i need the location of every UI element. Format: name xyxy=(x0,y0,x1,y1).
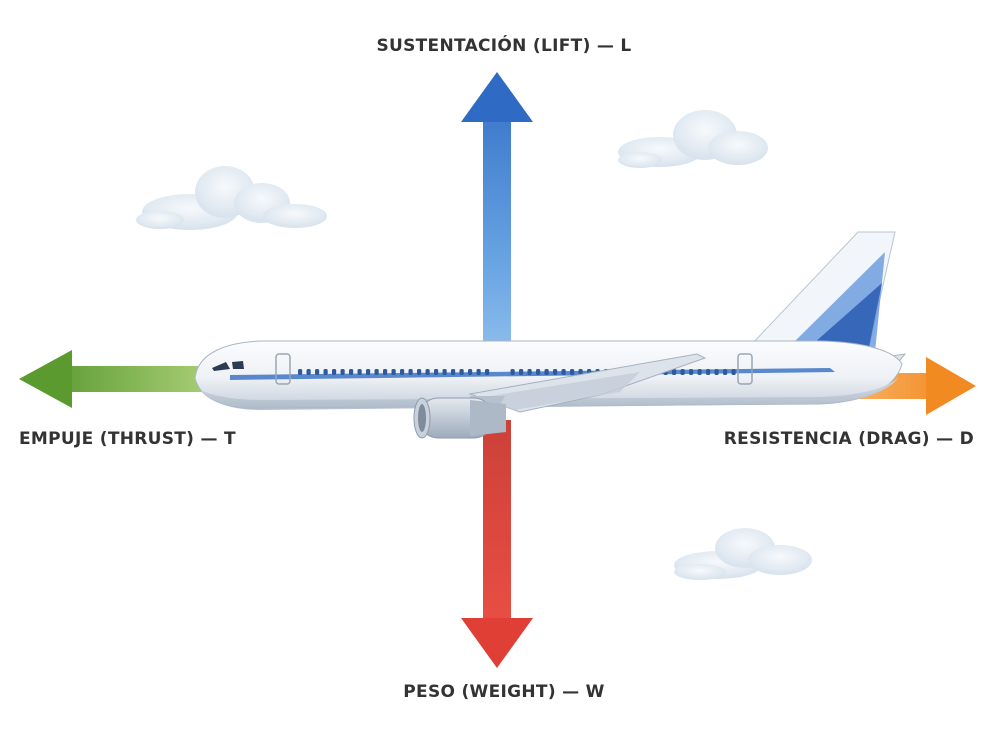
passenger-window xyxy=(451,369,456,375)
passenger-window xyxy=(357,369,362,375)
drag-label: RESISTENCIA (DRAG) — D xyxy=(723,429,974,449)
passenger-window xyxy=(391,369,396,375)
passenger-window xyxy=(570,369,575,375)
passenger-window xyxy=(578,369,583,375)
passenger-window xyxy=(731,369,736,375)
passenger-window xyxy=(374,369,379,375)
passenger-window xyxy=(519,369,524,375)
passenger-window xyxy=(332,369,337,375)
passenger-window xyxy=(485,369,490,375)
passenger-window xyxy=(527,369,532,375)
passenger-window xyxy=(434,369,439,375)
passenger-window xyxy=(689,369,694,375)
passenger-window xyxy=(442,369,447,375)
passenger-window xyxy=(680,369,685,375)
passenger-window xyxy=(408,369,413,375)
lift-label: SUSTENTACIÓN (LIFT) — L xyxy=(376,36,632,56)
passenger-window xyxy=(400,369,405,375)
passenger-window xyxy=(706,369,711,375)
passenger-window xyxy=(383,369,388,375)
passenger-window xyxy=(510,369,515,375)
cloud-bottom xyxy=(674,528,812,580)
passenger-window xyxy=(714,369,719,375)
passenger-window xyxy=(561,369,566,375)
lift-arrow xyxy=(461,72,533,378)
passenger-window xyxy=(544,369,549,375)
passenger-window xyxy=(553,369,558,375)
passenger-window xyxy=(417,369,422,375)
weight-label: PESO (WEIGHT) — W xyxy=(403,682,605,702)
airliner-illustration xyxy=(194,231,907,439)
passenger-window xyxy=(476,369,481,375)
passenger-window xyxy=(366,369,371,375)
weight-arrow xyxy=(461,420,533,668)
passenger-window xyxy=(306,369,311,375)
passenger-window xyxy=(425,369,430,375)
thrust-label: EMPUJE (THRUST) — T xyxy=(19,429,236,449)
cloud-right xyxy=(618,110,768,168)
passenger-window xyxy=(536,369,541,375)
passenger-window xyxy=(298,369,303,375)
passenger-window xyxy=(340,369,345,375)
passenger-window xyxy=(723,369,728,375)
passenger-window xyxy=(697,369,702,375)
passenger-window xyxy=(672,369,677,375)
cloud-left xyxy=(136,166,327,230)
passenger-window xyxy=(459,369,464,375)
engine xyxy=(413,397,506,439)
passenger-window xyxy=(349,369,354,375)
passenger-window xyxy=(468,369,473,375)
passenger-window xyxy=(323,369,328,375)
passenger-window xyxy=(315,369,320,375)
thrust-arrow xyxy=(19,350,220,408)
